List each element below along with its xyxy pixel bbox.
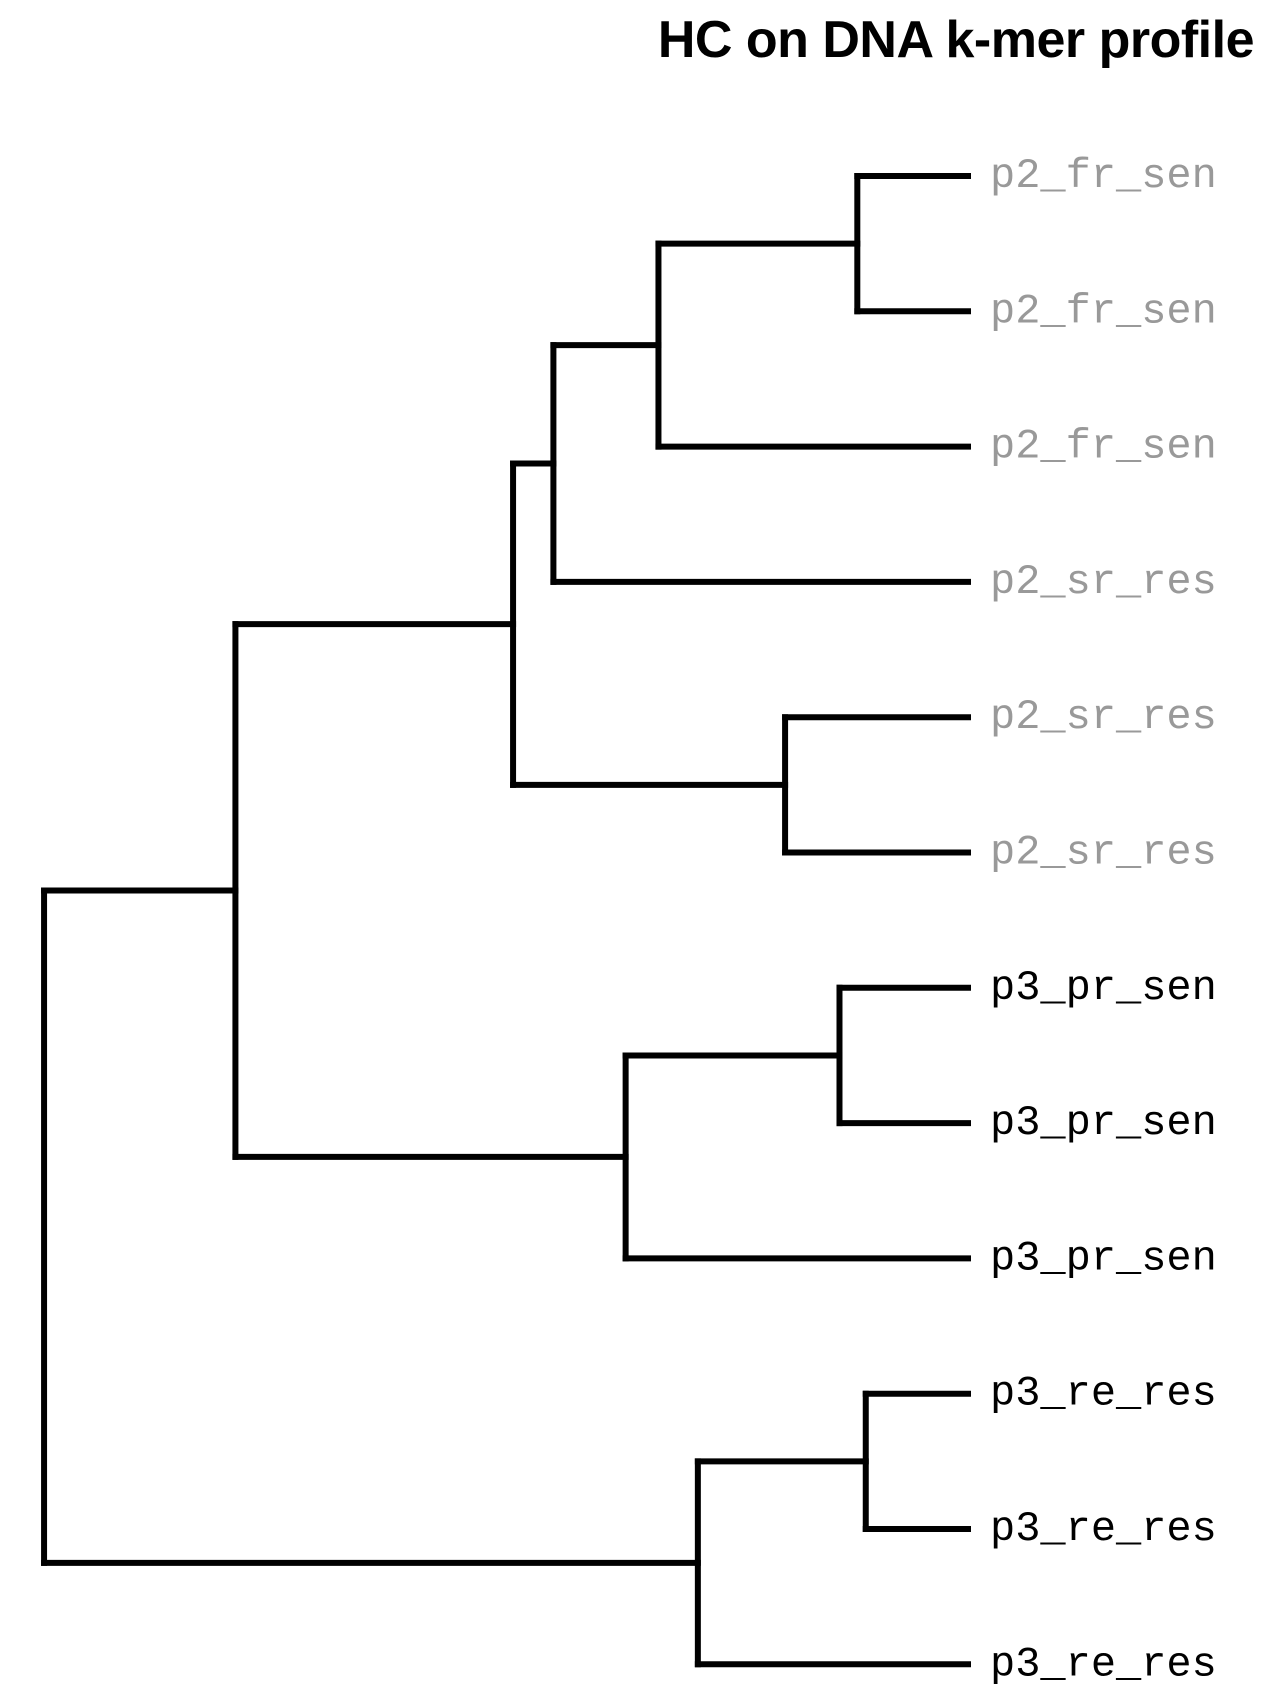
leaf-labels: p2_fr_sen p2_fr_sen p2_fr_sen p2_sr_res p2_s… <box>990 152 1217 1688</box>
leaf-label-3: p2_fr_sen <box>990 423 1217 471</box>
leaf-label-9: p3_pr_sen <box>990 1234 1217 1282</box>
dendrogram-branches <box>41 173 971 1668</box>
leaf-label-1: p2_fr_sen <box>990 152 1217 200</box>
leaf-label-11: p3_re_res <box>990 1505 1217 1553</box>
leaf-label-8: p3_pr_sen <box>990 1099 1217 1147</box>
leaf-label-12: p3_re_res <box>990 1640 1217 1688</box>
leaf-label-10: p3_re_res <box>990 1370 1217 1418</box>
leaf-label-6: p2_sr_res <box>990 829 1217 877</box>
leaf-label-4: p2_sr_res <box>990 558 1217 606</box>
chart-title: HC on DNA k-mer profile <box>657 11 1255 69</box>
leaf-label-2: p2_fr_sen <box>990 287 1217 335</box>
leaf-label-7: p3_pr_sen <box>990 964 1217 1012</box>
leaf-label-5: p2_sr_res <box>990 693 1217 741</box>
